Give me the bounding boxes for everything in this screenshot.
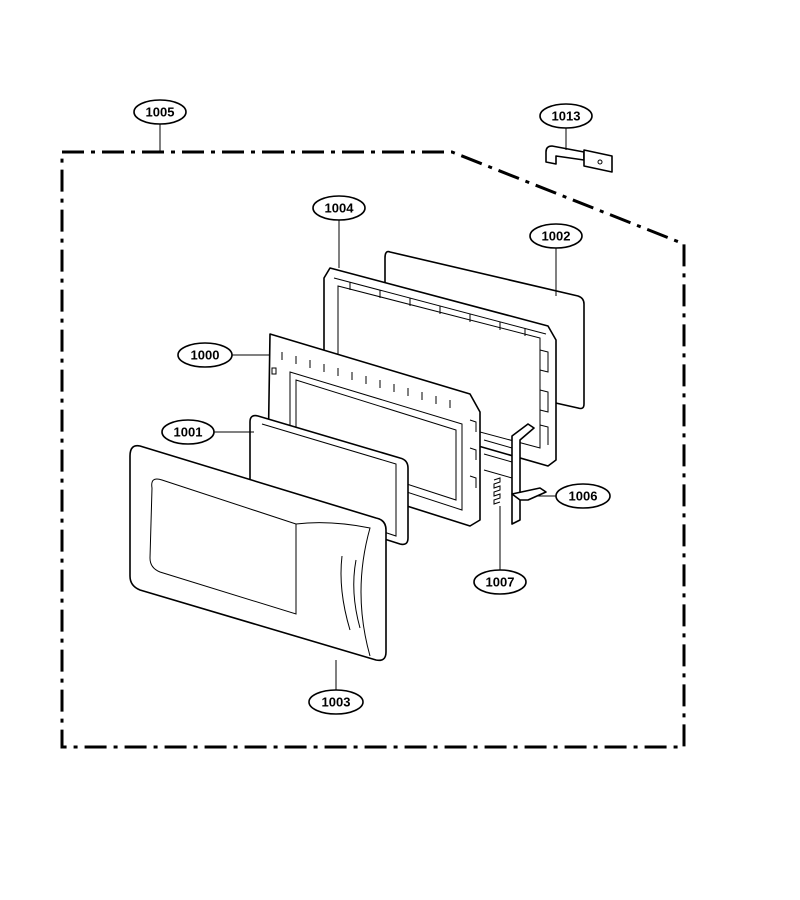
part-1007-spring: [493, 477, 501, 505]
callout-1007: 1007: [473, 569, 527, 595]
part-1006-latch: [483, 423, 547, 525]
callout-1003-label: 1003: [322, 695, 351, 710]
part-1013-bracket: [545, 145, 613, 173]
callout-1013: 1013: [539, 103, 593, 129]
callout-1006: 1006: [555, 483, 611, 509]
callout-1007-label: 1007: [486, 575, 515, 590]
callout-1000-label: 1000: [191, 348, 220, 363]
callout-1002: 1002: [529, 223, 583, 249]
callout-1013-label: 1013: [552, 109, 581, 124]
callout-1001: 1001: [161, 419, 215, 445]
callout-1006-label: 1006: [569, 489, 598, 504]
callout-1002-label: 1002: [542, 229, 571, 244]
part-1003-door-trim: [129, 444, 387, 662]
callout-1001-label: 1001: [174, 425, 203, 440]
callout-1000: 1000: [177, 342, 233, 368]
callout-1004: 1004: [312, 195, 366, 221]
callout-1004-label: 1004: [325, 201, 355, 216]
callout-1003: 1003: [308, 689, 364, 715]
leader-lines: [159, 124, 567, 690]
callout-1005-label: 1005: [146, 105, 175, 120]
assembly-boundary: [60, 150, 686, 749]
callout-1005: 1005: [133, 99, 187, 125]
